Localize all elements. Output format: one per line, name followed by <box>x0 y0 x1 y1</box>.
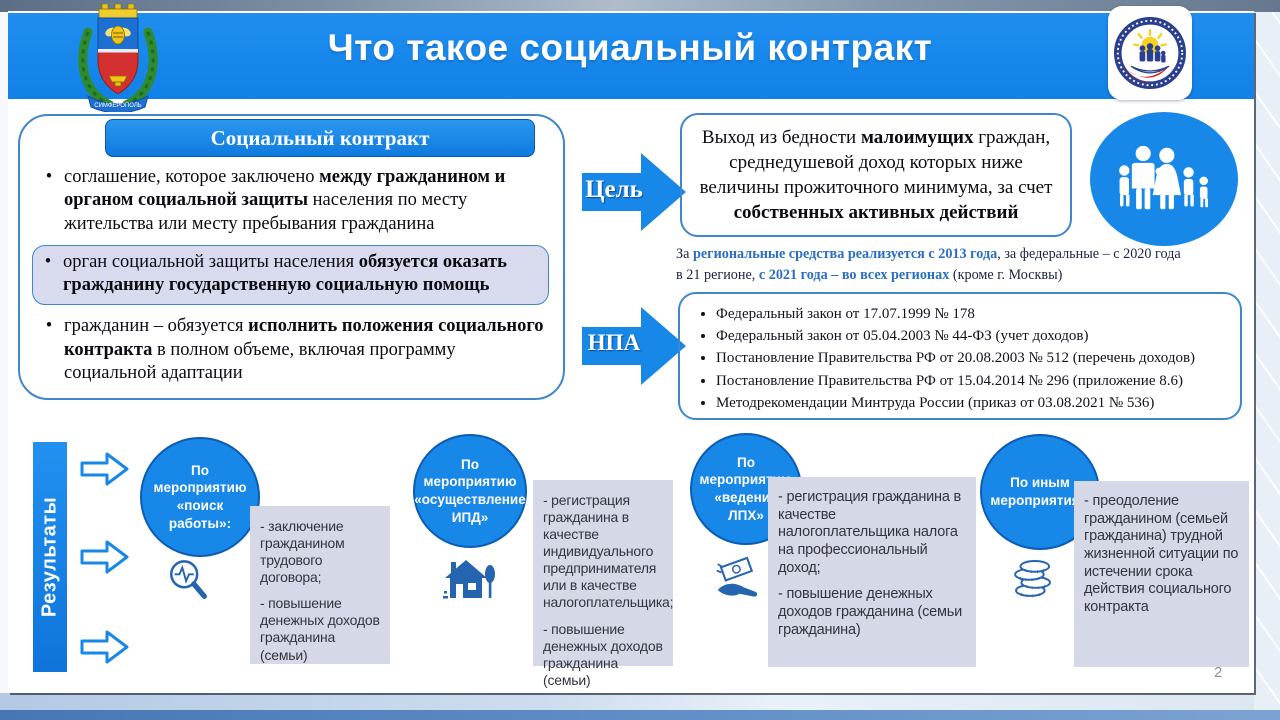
contract-bullet-3-text: гражданин – обязуется исполнить положени… <box>64 316 544 384</box>
bullet-marker: • <box>44 251 52 272</box>
npa-item: Методрекомендации Минтруда России (прика… <box>716 392 1230 414</box>
result-item: - преодоление гражданином (семьей гражда… <box>1084 493 1239 616</box>
right-arrow-icon <box>582 307 686 385</box>
result-item: - повышение денежных доходов гражданина … <box>543 620 663 688</box>
bullet-marker: • <box>45 316 53 337</box>
circle-label: По иным мероприятиям <box>990 475 1090 508</box>
regions-note-line2: в 21 регионе, с 2021 года – во всех реги… <box>676 267 1063 284</box>
coins-icon <box>1014 560 1051 598</box>
regions-note-line1: За региональные средства реализуется с 2… <box>676 246 1181 262</box>
contract-bullet-2-highlight: • орган социальной защиты населения обяз… <box>32 244 549 306</box>
circle-label: По мероприятию «осуществление ИПД» <box>414 456 526 525</box>
family-icon <box>1119 145 1208 210</box>
regions-note: За региональные средства реализуется с 2… <box>676 244 1181 287</box>
circle-ipd: По мероприятию «осуществление ИПД» <box>413 434 527 548</box>
contract-bullet-2: • орган социальной защиты населения обяз… <box>33 251 546 298</box>
contract-bullet-3: • гражданин – обязуется исполнить положе… <box>34 315 549 385</box>
outline-arrow-icon <box>80 540 129 574</box>
top-background-strip <box>0 0 1280 12</box>
family-circle <box>1090 112 1238 246</box>
house-tree-icon <box>443 560 495 599</box>
results-bar-label: Результаты <box>38 496 61 618</box>
contract-definition-box: Социальный контракт • соглашение, которо… <box>18 114 565 400</box>
circle-job-search: По мероприятию «поиск работы»: <box>140 437 260 557</box>
magnifier-pulse-icon <box>170 560 207 599</box>
npa-arrow: НПА <box>582 300 688 392</box>
page-number: 2 <box>1214 664 1223 681</box>
hand-banknote-icon <box>716 556 758 597</box>
result-box-lph: - регистрация гражданина в качестве нало… <box>768 477 976 667</box>
results-bar: Результаты <box>33 442 67 672</box>
result-item: - регистрация гражданина в качестве нало… <box>778 489 962 576</box>
contract-bullet-1: • соглашение, которое заключено между гр… <box>34 166 549 236</box>
right-background-band <box>1254 12 1280 720</box>
result-item: - повышение денежных доходов гражданина … <box>260 595 380 663</box>
contract-box-header-label: Социальный контракт <box>210 125 430 150</box>
result-item: - регистрация гражданина в качестве инди… <box>543 492 674 611</box>
page-title: Что такое социальный контракт <box>327 27 933 68</box>
goal-arrow: Цель <box>582 146 688 238</box>
result-box-job-search: - заключение гражданином трудового догов… <box>250 506 390 664</box>
bottom-background-band <box>0 693 1254 710</box>
bullet-marker: • <box>45 167 53 187</box>
goal-box: Выход из бедности малоимущих граждан, ср… <box>680 113 1072 237</box>
result-item: - заключение гражданином трудового догов… <box>260 518 345 586</box>
coat-of-arms-caption: СИМФЕРОПОЛЬ <box>94 103 142 109</box>
department-emblem-icon <box>1114 17 1186 89</box>
npa-item: Постановление Правительства РФ от 20.08.… <box>716 347 1230 369</box>
header-band <box>8 13 1254 99</box>
circle-label: По мероприятию «поиск работы»: <box>153 462 247 531</box>
result-item: - повышение денежных доходов гражданина … <box>778 586 963 638</box>
result-box-ipd: - регистрация гражданина в качестве инди… <box>533 480 674 688</box>
npa-box: Федеральный закон от 17.07.1999 № 178 Фе… <box>678 292 1242 420</box>
goal-arrow-label: Цель <box>585 176 643 203</box>
contract-box-header: Социальный контракт <box>105 119 535 157</box>
outline-arrow-icon <box>80 452 129 486</box>
right-arrow-icon <box>582 153 686 231</box>
contract-bullets: • соглашение, которое заключено между гр… <box>32 166 549 394</box>
result-box-other: - преодоление гражданином (семьей гражда… <box>1074 481 1249 667</box>
simferopol-coat-of-arms-icon: СИМФЕРОПОЛЬ <box>70 3 166 114</box>
bottom-background-strip <box>0 710 1280 720</box>
contract-bullet-1-text: соглашение, которое заключено между граж… <box>64 167 506 234</box>
npa-arrow-label: НПА <box>587 330 641 355</box>
goal-text: Выход из бедности малоимущих граждан, ср… <box>699 126 1053 224</box>
npa-item: Федеральный закон от 17.07.1999 № 178 <box>716 303 1230 325</box>
npa-item: Федеральный закон от 05.04.2003 № 44-ФЗ … <box>716 325 1230 347</box>
outline-arrow-icon <box>80 630 129 664</box>
npa-list: Федеральный закон от 17.07.1999 № 178 Фе… <box>694 303 1230 414</box>
department-emblem <box>1108 6 1192 100</box>
contract-bullet-2-text: орган социальной защиты населения обязуе… <box>63 251 507 296</box>
npa-item: Постановление Правительства РФ от 15.04.… <box>716 370 1230 392</box>
